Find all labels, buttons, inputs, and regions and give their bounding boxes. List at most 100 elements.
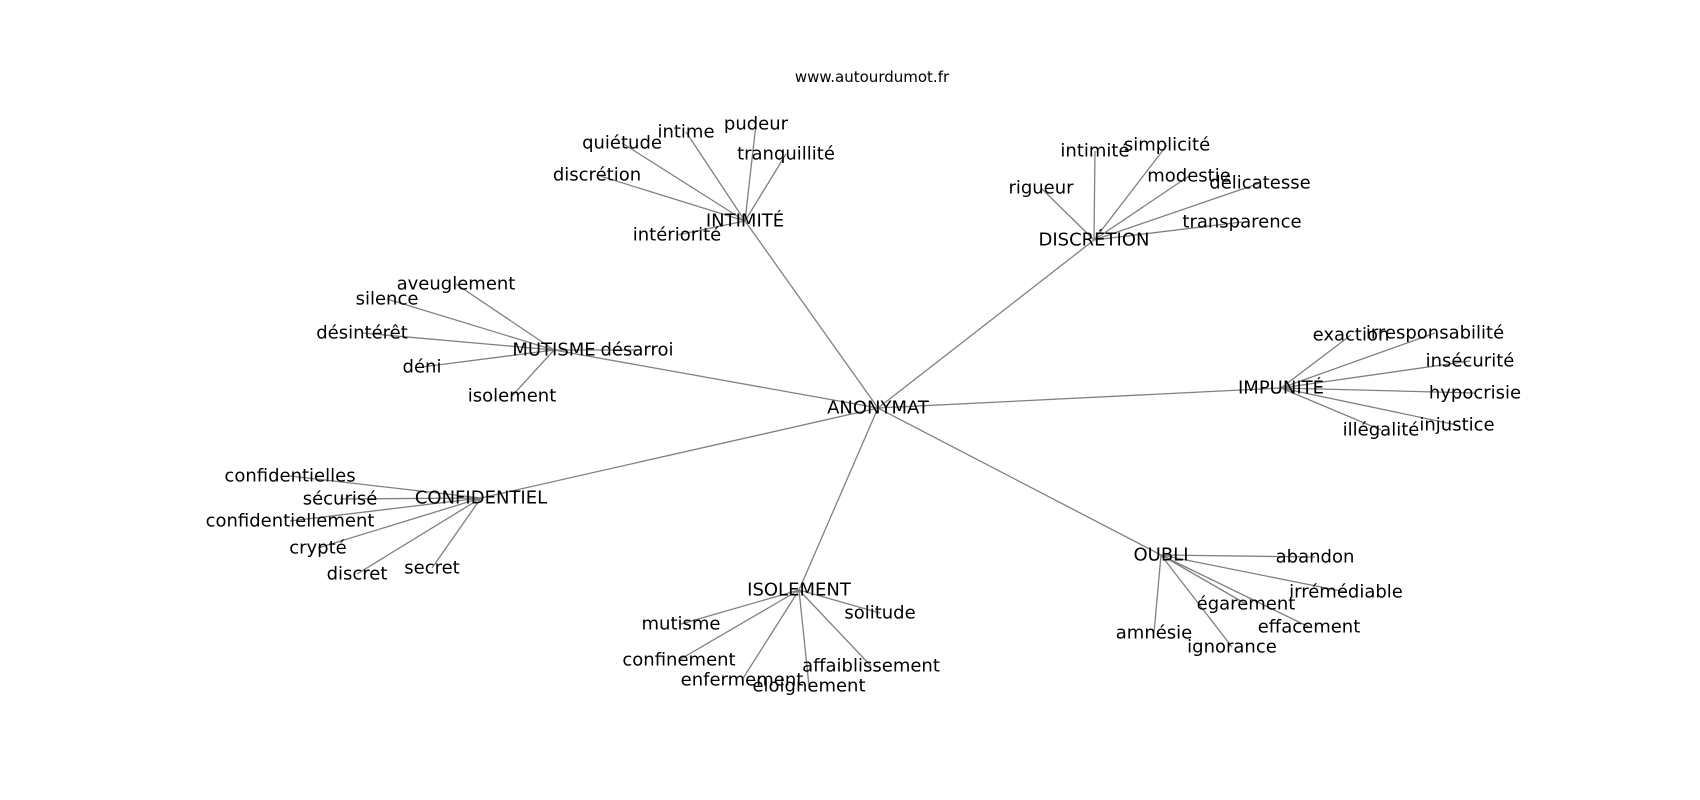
node-ignorance: ignorance <box>1187 637 1277 658</box>
node-rigueur: rigueur <box>1008 178 1074 199</box>
edge-mutisme_hub-isolement_leaf <box>511 349 555 397</box>
edge-oubli_hub-ignorance <box>1160 554 1233 648</box>
node-injustice: injustice <box>1419 415 1494 436</box>
edge-oubli_hub-effacement <box>1160 554 1310 628</box>
edge-discretion_hub-modestie <box>1093 175 1190 241</box>
edge-impunite_hub-illegalite <box>1280 387 1382 431</box>
node-affaiblissement: affaiblissement <box>802 656 940 677</box>
edge-confidentiel_hub-confidentiellement <box>289 497 482 522</box>
node-transparence: transparence <box>1182 212 1301 233</box>
edge-impunite_hub-exaction <box>1280 334 1352 389</box>
edge-isolement_hub-solitude <box>798 589 881 614</box>
node-delicatesse: délicatesse <box>1209 173 1310 194</box>
labels-layer: ANONYMAT INTIMITÉ DISCRÉTION MUTISME IMPUNIT… <box>206 114 1522 697</box>
node-securise: sécurisé <box>303 489 378 510</box>
node-irremediable: irrémédiable <box>1289 582 1403 603</box>
node-mutisme-hub: MUTISME <box>512 340 595 361</box>
node-desarroi: désarroi <box>600 340 673 361</box>
node-eloignement: éloignement <box>752 676 865 697</box>
node-enfermement: enfermement <box>681 670 804 691</box>
node-intimite-leaf: intimité <box>1060 141 1129 162</box>
node-simplicite: simplicité <box>1124 135 1210 156</box>
edge-isolement_hub-confinement <box>678 589 800 661</box>
edge-impunite_hub-insecurite <box>1280 360 1471 389</box>
edge-anonymat-oubli_hub <box>877 407 1162 556</box>
node-deni: déni <box>403 357 442 378</box>
edge-oubli_hub-egarement <box>1160 554 1247 605</box>
edge-intimite_hub-discretion_leaf <box>596 174 746 222</box>
edge-isolement_hub-affaiblissement <box>798 589 872 667</box>
edge-confidentiel_hub-discret <box>356 497 482 575</box>
edge-mutisme_hub-aveuglement <box>455 283 555 351</box>
edge-intimite_hub-intime <box>685 131 746 222</box>
node-crypte: crypté <box>289 538 347 559</box>
edge-isolement_hub-mutisme_leaf <box>680 589 800 625</box>
node-confidentiel-hub: CONFIDENTIEL <box>415 488 547 509</box>
edge-oubli_hub-amnesie <box>1153 554 1162 634</box>
node-amnesie: amnésie <box>1116 623 1193 644</box>
edge-discretion_hub-rigueur <box>1040 187 1095 241</box>
edge-anonymat-mutisme_hub <box>553 349 879 409</box>
edge-anonymat-confidentiel_hub <box>480 407 879 499</box>
edge-intimite_hub-tranquillite <box>744 153 787 222</box>
node-insecurite: insécurité <box>1426 351 1515 372</box>
node-anonymat: ANONYMAT <box>827 398 930 419</box>
edge-isolement_hub-eloignement <box>798 589 810 687</box>
edge-mutisme_hub-silence <box>386 298 555 351</box>
edge-anonymat-impunite_hub <box>877 387 1282 409</box>
edge-isolement_hub-enfermement <box>741 589 800 681</box>
node-impunite-hub: IMPUNITÉ <box>1238 377 1324 399</box>
edge-discretion_hub-transparence <box>1093 221 1243 241</box>
edge-discretion_hub-intimite_leaf <box>1093 150 1096 241</box>
edge-intimite_hub-quietude <box>621 142 746 222</box>
node-exaction: exaction <box>1313 325 1390 346</box>
edge-impunite_hub-irresponsabilite <box>1280 332 1436 389</box>
node-illegalite: illégalité <box>1343 420 1420 441</box>
edge-discretion_hub-simplicite <box>1093 144 1168 241</box>
node-tranquillite: tranquillité <box>737 144 835 165</box>
node-hypocrisie: hypocrisie <box>1429 383 1521 404</box>
node-pudeur: pudeur <box>724 114 789 135</box>
edge-intimite_hub-interiorite <box>676 220 746 236</box>
node-irresponsabilite: irresponsabilité <box>1366 323 1504 344</box>
edge-confidentiel_hub-secret <box>431 497 482 569</box>
edge-intimite_hub-pudeur <box>744 123 757 222</box>
node-modestie: modestie <box>1147 166 1231 187</box>
node-discretion-hub: DISCRÉTION <box>1039 229 1150 251</box>
edge-anonymat-discretion_hub <box>877 239 1095 409</box>
edge-confidentiel_hub-confidentielles <box>289 475 482 499</box>
node-discretion-leaf: discrétion <box>553 165 641 186</box>
edges-layer <box>289 123 1476 687</box>
source-watermark: www.autourdumot.fr <box>795 68 950 86</box>
node-confidentielles: confidentielles <box>224 466 355 487</box>
node-effacement: effacement <box>1258 617 1361 638</box>
node-confidentiellement: confidentiellement <box>206 511 375 532</box>
edge-impunite_hub-hypocrisie <box>1280 387 1476 394</box>
edge-anonymat-isolement_hub <box>798 407 879 591</box>
node-abandon: abandon <box>1276 547 1355 568</box>
node-discret: discret <box>327 564 388 585</box>
node-quietude: quiétude <box>582 133 662 154</box>
node-solitude: solitude <box>844 603 915 624</box>
edge-impunite_hub-injustice <box>1280 387 1458 426</box>
node-confinement: confinement <box>622 650 735 671</box>
node-interiorite: intériorité <box>633 225 722 246</box>
edge-anonymat-intimite_hub <box>744 220 879 409</box>
edge-confidentiel_hub-securise <box>339 497 482 500</box>
edge-confidentiel_hub-crypte <box>317 497 482 549</box>
node-mutisme-leaf: mutisme <box>642 614 721 635</box>
node-aveuglement: aveuglement <box>397 274 516 295</box>
node-intime: intime <box>657 122 714 143</box>
node-secret: secret <box>404 558 460 579</box>
node-isolement-leaf: isolement <box>468 386 557 407</box>
edge-discretion_hub-delicatesse <box>1093 182 1261 241</box>
node-isolement-hub: ISOLEMENT <box>747 580 852 601</box>
node-oubli-hub: OUBLI <box>1133 545 1188 566</box>
node-egarement: égarement <box>1197 594 1296 615</box>
edge-oubli_hub-irremediable <box>1160 554 1347 593</box>
edge-mutisme_hub-deni <box>421 349 555 368</box>
node-desinteret: désintérêt <box>316 323 408 344</box>
edge-mutisme_hub-desinteret <box>361 332 555 351</box>
node-intimite-hub: INTIMITÉ <box>706 210 784 232</box>
